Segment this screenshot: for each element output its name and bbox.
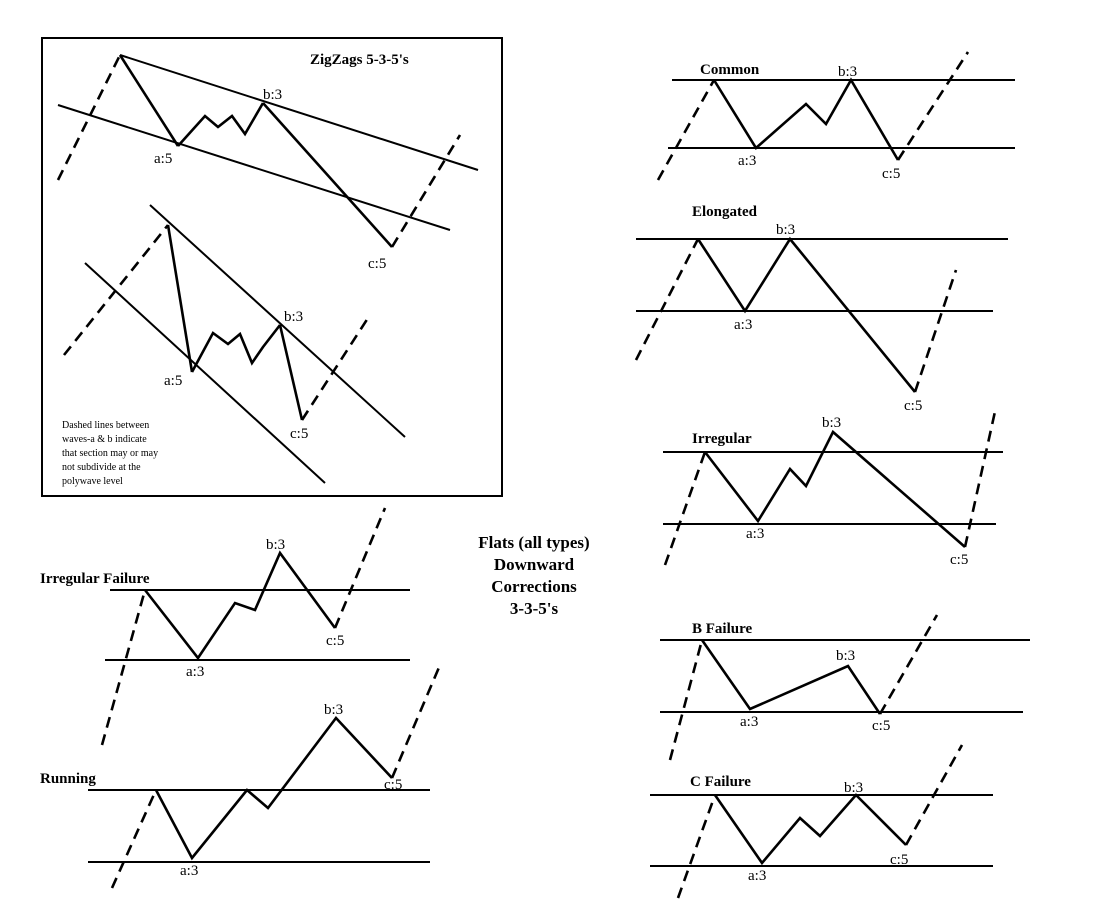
c-failure-waves xyxy=(713,793,907,866)
zigzag-bottom-dashed-exit xyxy=(300,317,370,421)
irregular-failure-label-c: c:5 xyxy=(326,633,344,649)
zigzag-bottom-upper-channel xyxy=(149,204,406,438)
zigzag-top-label-a: a:5 xyxy=(154,151,172,167)
zigzag-bottom-label-a: a:5 xyxy=(164,373,182,389)
zigzag-bottom-wave-c xyxy=(278,324,304,421)
flats-heading-line-2: Downward xyxy=(494,555,575,574)
flats-heading: Flats (all types) Downward Corrections 3… xyxy=(478,533,589,618)
b-failure-label-b: b:3 xyxy=(836,648,855,664)
zigzag-bottom-wave-b xyxy=(190,324,282,373)
common-waves xyxy=(712,77,900,161)
flats-heading-line-1: Flats (all types) xyxy=(478,533,589,552)
running-dashed-exit xyxy=(390,664,442,779)
running-waves xyxy=(154,715,393,861)
zigzag-bottom-label-c: c:5 xyxy=(290,426,308,442)
zigzag-top-wave-a xyxy=(118,54,180,147)
zigzag-top-wave-c xyxy=(262,102,393,248)
common-label-c: c:5 xyxy=(882,166,900,182)
irregular-failure-title: Irregular Failure xyxy=(40,571,150,587)
common-label-b: b:3 xyxy=(838,64,857,80)
zigzag-note-line-1: Dashed lines between xyxy=(62,420,149,431)
irregular-title: Irregular xyxy=(692,431,752,447)
zigzag-panel: ZigZags 5-3-5's a:5 b:3 c:5 a:5 b:3 c:5 xyxy=(41,37,503,497)
pattern-irregular: Irregular a:3 b:3 c:5 xyxy=(663,406,1003,568)
elongated-title: Elongated xyxy=(692,204,758,220)
zigzag-bottom-lower-channel xyxy=(84,262,326,484)
zigzag-note-line-4: not subdivide at the xyxy=(62,462,141,473)
pattern-irregular-failure: Irregular Failure a:3 b:3 c:5 xyxy=(40,507,410,746)
c-failure-label-a: a:3 xyxy=(748,868,766,884)
zigzag-frame xyxy=(41,37,503,497)
b-failure-title: B Failure xyxy=(692,621,752,637)
running-dashed-entry xyxy=(110,789,158,889)
c-failure-label-c: c:5 xyxy=(890,852,908,868)
irregular-dashed-entry xyxy=(663,451,707,566)
zigzag-bottom-label-b: b:3 xyxy=(284,309,303,325)
irregular-failure-dashed-entry xyxy=(100,589,147,746)
common-dashed-entry xyxy=(656,79,716,181)
irregular-failure-label-b: b:3 xyxy=(266,537,285,553)
zigzag-title: ZigZags 5-3-5's xyxy=(310,52,409,68)
c-failure-dashed-entry xyxy=(676,794,717,899)
elongated-label-b: b:3 xyxy=(776,222,795,238)
c-failure-title: C Failure xyxy=(690,774,751,790)
zigzag-note: Dashed lines between waves-a & b indicat… xyxy=(62,420,158,487)
common-title: Common xyxy=(700,62,760,78)
irregular-waves xyxy=(703,429,966,548)
flats-heading-line-4: 3-3-5's xyxy=(510,599,559,618)
irregular-label-a: a:3 xyxy=(746,526,764,542)
zigzag-top-dashed-entry xyxy=(56,54,122,181)
zigzag-bottom-dashed-entry xyxy=(62,224,170,356)
irregular-label-c: c:5 xyxy=(950,552,968,568)
elongated-waves xyxy=(696,236,917,393)
b-failure-dashed-exit xyxy=(878,614,939,715)
zigzag-top-label-b: b:3 xyxy=(263,87,282,103)
zigzag-note-line-5: polywave level xyxy=(62,476,123,487)
irregular-dashed-exit xyxy=(963,406,998,548)
zigzag-top: a:5 b:3 c:5 xyxy=(56,54,479,272)
zigzag-note-line-2: waves-a & b indicate xyxy=(62,434,147,445)
pattern-c-failure: C Failure a:3 b:3 c:5 xyxy=(650,744,993,899)
c-failure-label-b: b:3 xyxy=(844,780,863,796)
b-failure-label-c: c:5 xyxy=(872,718,890,734)
irregular-label-b: b:3 xyxy=(822,415,841,431)
zigzag-top-upper-channel xyxy=(119,54,479,171)
elongated-label-a: a:3 xyxy=(734,317,752,333)
pattern-common: Common a:3 b:3 c:5 xyxy=(656,51,1015,182)
zigzag-top-label-c: c:5 xyxy=(368,256,386,272)
c-failure-dashed-exit xyxy=(904,744,964,846)
common-dashed-exit xyxy=(896,51,970,161)
irregular-failure-dashed-exit xyxy=(333,507,387,629)
common-label-a: a:3 xyxy=(738,153,756,169)
running-label-c: c:5 xyxy=(384,777,402,793)
pattern-elongated: Elongated a:3 b:3 c:5 xyxy=(634,204,1008,414)
flats-heading-line-3: Corrections xyxy=(491,577,577,596)
zigzag-bottom: a:5 b:3 c:5 xyxy=(62,204,406,484)
b-failure-waves xyxy=(700,639,882,715)
running-title: Running xyxy=(40,771,96,787)
pattern-b-failure: B Failure a:3 b:3 c:5 xyxy=(660,614,1030,761)
zigzag-top-dashed-exit xyxy=(390,134,462,248)
running-label-b: b:3 xyxy=(324,702,343,718)
zigzag-bottom-wave-a xyxy=(166,224,194,373)
elongated-dashed-exit xyxy=(913,269,958,393)
pattern-running: Running a:3 b:3 c:5 xyxy=(40,664,442,889)
zigzag-top-lower-channel xyxy=(57,104,451,231)
elongated-dashed-entry xyxy=(634,238,700,361)
zigzag-top-wave-b xyxy=(177,102,265,147)
elongated-label-c: c:5 xyxy=(904,398,922,414)
b-failure-label-a: a:3 xyxy=(740,714,758,730)
zigzag-note-line-3: that section may or may xyxy=(62,448,158,459)
irregular-failure-waves xyxy=(143,550,337,661)
b-failure-dashed-entry xyxy=(668,639,704,761)
running-label-a: a:3 xyxy=(180,863,198,879)
irregular-failure-label-a: a:3 xyxy=(186,664,204,680)
